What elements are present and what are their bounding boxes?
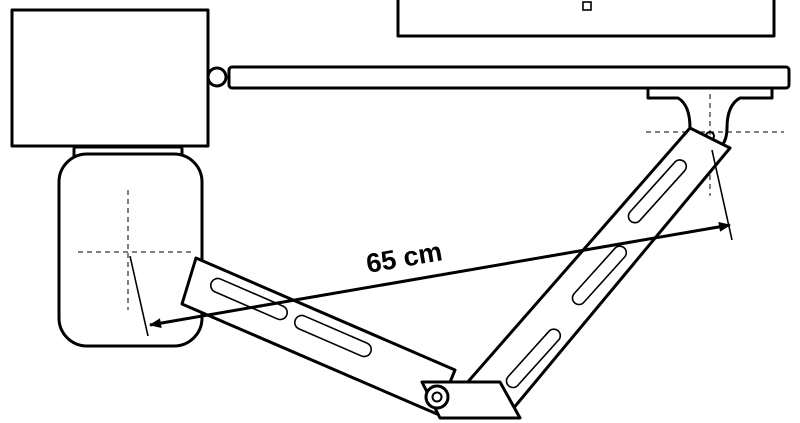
gate-arm <box>464 126 732 412</box>
gate-leaf-bar <box>227 65 791 90</box>
hinge-pivot <box>206 66 228 88</box>
monitor-panel <box>396 0 776 38</box>
measurement-arrow <box>149 221 731 329</box>
motor-body <box>57 152 204 348</box>
gate-post-box <box>10 8 210 148</box>
measurement-label: 65 cm <box>364 236 445 279</box>
panel-indicator-icon <box>582 1 592 11</box>
motor-arm <box>180 256 457 416</box>
elbow-joint <box>420 380 522 420</box>
